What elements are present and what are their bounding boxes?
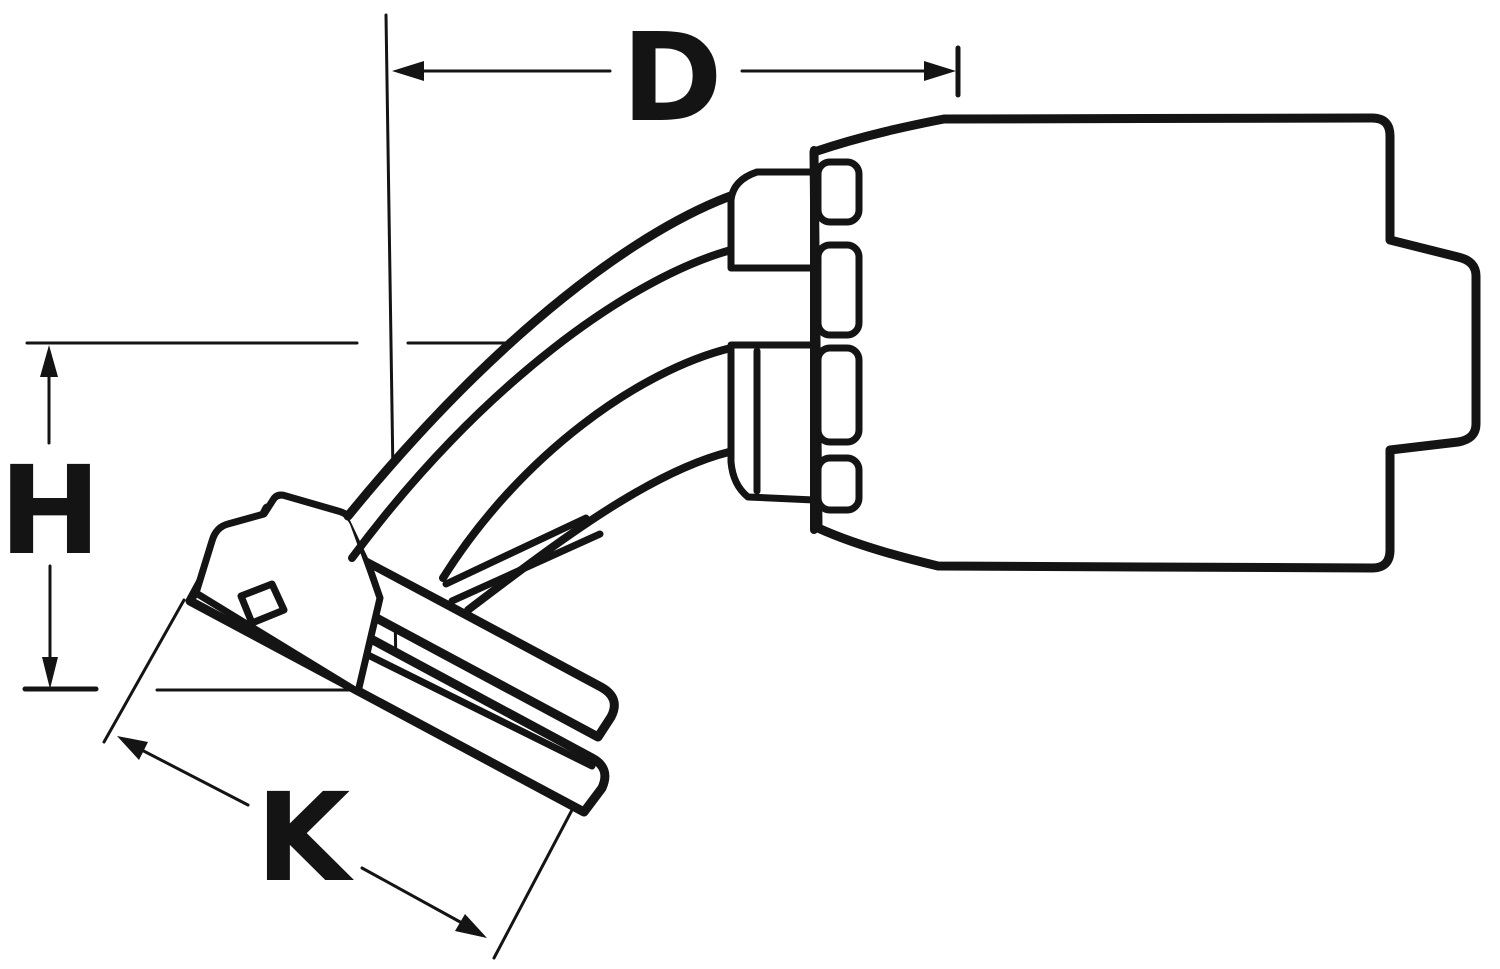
hub-ring-line-1	[442, 514, 590, 588]
shell-body	[809, 113, 1481, 573]
tube-outer-inner-line	[348, 246, 735, 562]
collar-notch-1	[814, 158, 863, 226]
collar-notch-2	[814, 241, 863, 339]
tube-bore-line	[439, 344, 735, 582]
dimension-d	[392, 45, 961, 98]
dimension-labels: D H K	[0, 7, 723, 909]
d-arrowhead-right-icon	[924, 61, 956, 81]
crimp-shell	[809, 113, 1481, 573]
k-arrowhead-upper-icon	[117, 736, 148, 760]
k-extension-line-upper	[102, 598, 186, 744]
flange-plate-bevel-line	[364, 651, 596, 770]
k-arrowhead-lower-icon	[455, 914, 487, 938]
collar-notch-3	[814, 344, 863, 446]
d-arrowhead-left-icon	[392, 61, 424, 81]
dimension-k	[117, 736, 487, 938]
hub-ring-line-2	[448, 530, 604, 605]
collar-notch-4	[814, 454, 863, 514]
flange-head	[185, 491, 619, 817]
label-h: H	[0, 440, 101, 582]
h-arrowhead-up-icon	[40, 345, 58, 377]
elbow-tube	[343, 189, 741, 614]
tube-body	[348, 194, 736, 612]
k-extension-line-lower	[492, 808, 574, 960]
tube-outer-wall	[343, 189, 741, 521]
nut-lower-flat	[727, 341, 818, 504]
tube-inner-wall	[464, 448, 733, 614]
label-k: K	[256, 767, 355, 909]
nut-upper-flat	[727, 168, 818, 272]
label-d: D	[621, 7, 722, 149]
k-leader-upper	[132, 744, 250, 807]
hex-nut	[727, 168, 818, 504]
dimension-h	[22, 345, 99, 692]
k-leader-lower	[360, 866, 464, 925]
h-arrowhead-down-icon	[42, 657, 58, 689]
clamp-bolt-slot	[237, 580, 288, 627]
